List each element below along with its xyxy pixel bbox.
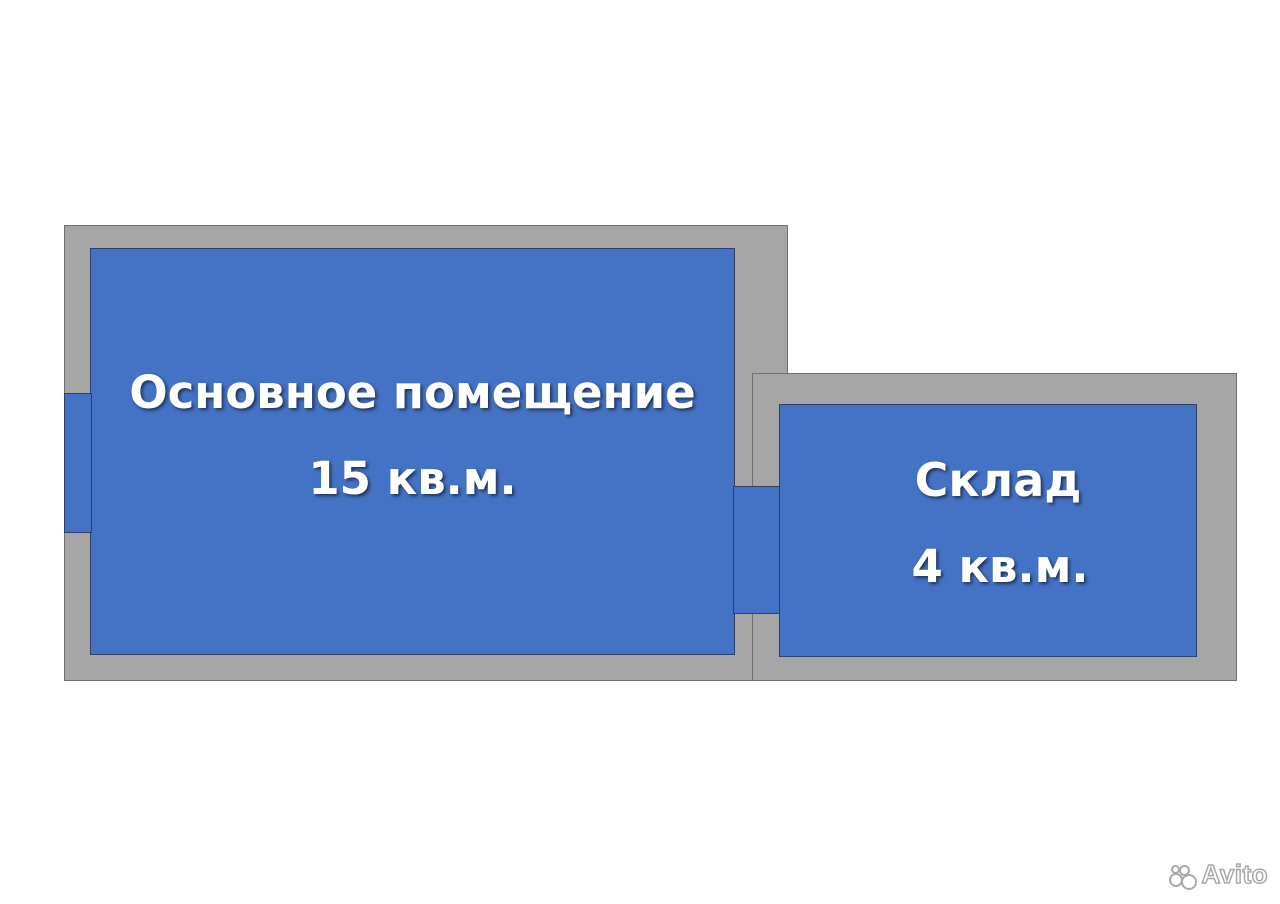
avito-watermark: Avito — [1167, 858, 1269, 890]
main-room-name: Основное помещение — [129, 366, 696, 419]
avito-watermark-text: Avito — [1201, 858, 1269, 890]
avito-logo-icon — [1167, 863, 1198, 890]
main-room-area: 15 кв.м. — [308, 452, 517, 505]
storage-room-name: Склад — [914, 453, 1082, 507]
main-room — [90, 248, 735, 655]
entrance-door — [64, 393, 92, 533]
storage-room — [779, 404, 1197, 657]
connecting-door — [733, 486, 781, 614]
storage-room-area: 4 кв.м. — [911, 540, 1089, 593]
